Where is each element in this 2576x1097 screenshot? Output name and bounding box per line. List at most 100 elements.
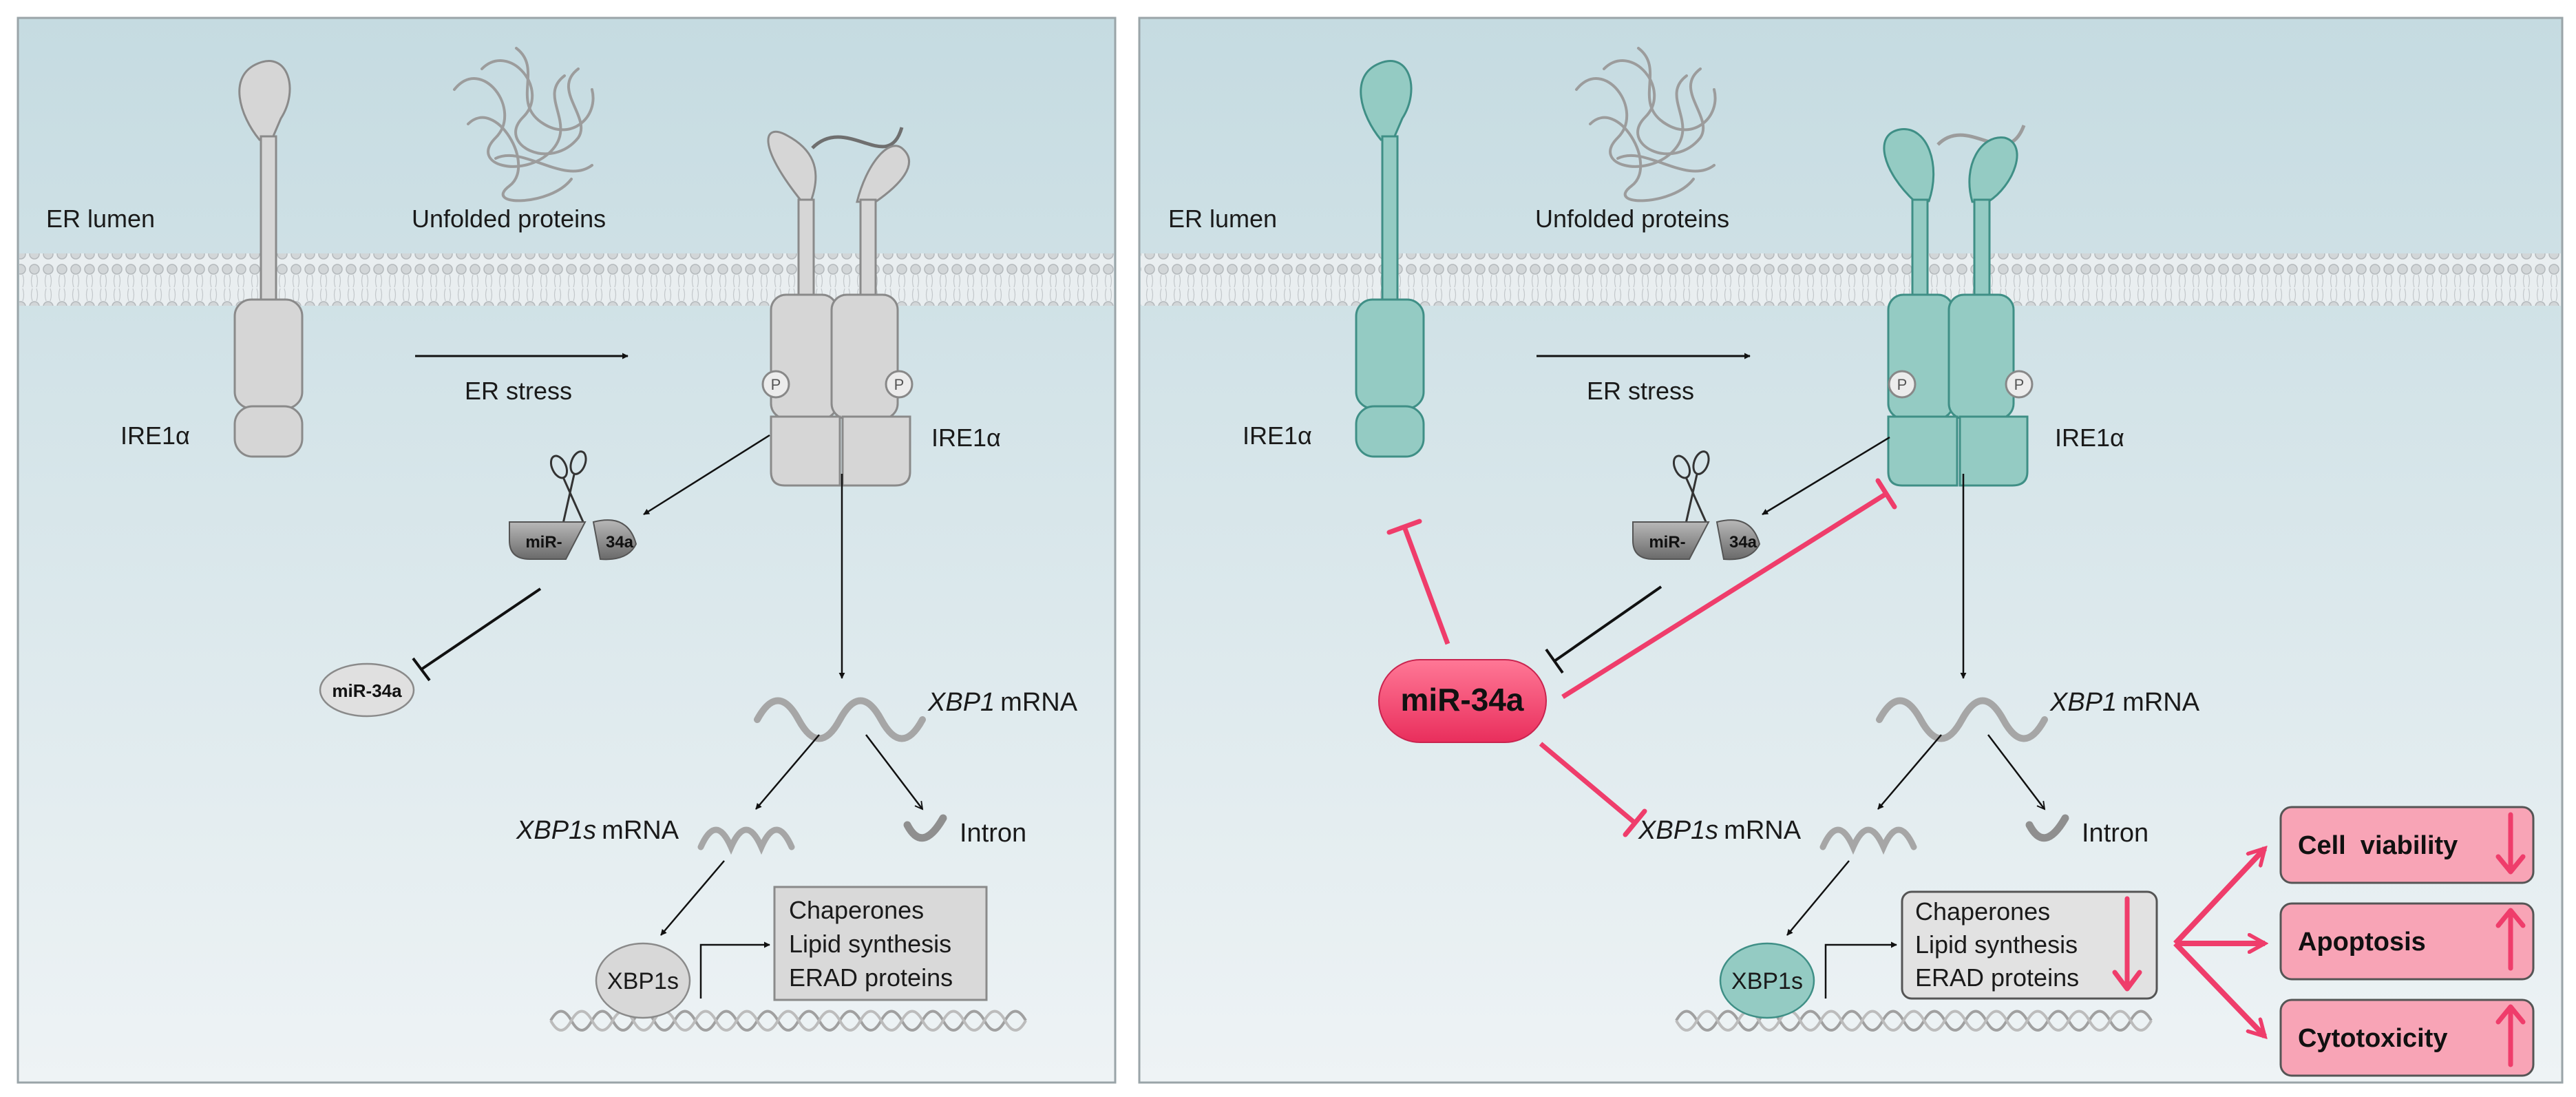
right-panel: P P ER lumen Unfolded proteins IRE1α IRE…: [1138, 17, 2564, 1084]
xbp1-mrna-wave-icon: [754, 697, 926, 742]
pre-mir34a-fragment-right: 34a: [592, 519, 637, 561]
svg-text:XBP1s: XBP1s: [607, 968, 679, 994]
unfolded-proteins-icon: [453, 47, 595, 202]
xbp1s-mrna-wave-icon: [697, 826, 795, 855]
er-membrane: [1141, 253, 2561, 306]
er-lumen-label: ER lumen: [46, 205, 155, 233]
splice-arrow-xbp1s: [755, 734, 820, 810]
svg-text:Cytotoxicity: Cytotoxicity: [2298, 1024, 2447, 1053]
er-stress-label: ER stress: [465, 377, 572, 405]
unfolded-strand-icon: [811, 127, 904, 149]
unfolded-proteins-icon: [1575, 47, 1717, 202]
er-membrane: [19, 253, 1114, 306]
intron-wave-icon: [2025, 814, 2069, 842]
outcome-box-cytotoxicity: Cytotoxicity: [2279, 999, 2535, 1077]
mir34a-small-badge: miR-34a: [319, 662, 415, 718]
xbp1-mrna-wave-icon: [1876, 697, 2048, 742]
phospho-badge-left: P: [761, 370, 790, 399]
svg-text:Lipid synthesis: Lipid synthesis: [1915, 930, 2078, 959]
translation-arrow: [1786, 860, 1850, 936]
transcription-arrow: [1824, 941, 1897, 999]
cleavage-arrow: [643, 434, 770, 516]
svg-text:34a: 34a: [606, 533, 634, 552]
svg-text:P: P: [2014, 376, 2025, 393]
scissors-icon: [1672, 450, 1710, 524]
target-genes-box: Chaperones Lipid synthesis ERAD proteins: [1901, 890, 2158, 1000]
ire1a-monomer-label: IRE1α: [1243, 421, 1312, 450]
inhibition-line-mir34a: [420, 587, 542, 671]
dna-helix-icon: [1675, 1010, 2153, 1032]
outcome-arrow-cytotoxicity: [2173, 941, 2265, 1036]
svg-text:34a: 34a: [1729, 533, 1757, 552]
intron-label: Intron: [960, 819, 1026, 848]
svg-text:miR-: miR-: [1649, 533, 1685, 552]
ire1a-monomer-label: IRE1α: [120, 421, 190, 450]
inhibition-line-ire1a-monomer: [1402, 525, 1450, 645]
svg-text:Chaperones: Chaperones: [789, 896, 924, 924]
svg-text:XBP1s: XBP1s: [1731, 968, 1803, 994]
ire1a-monomer-icon: [1355, 60, 1425, 458]
svg-text:ERAD proteins: ERAD proteins: [789, 963, 953, 992]
xbp1s-mrna-wave-icon: [1819, 826, 1917, 855]
xbp1s-protein-badge: XBP1s: [1719, 942, 1815, 1019]
decrease-arrow-icon: [2112, 896, 2142, 992]
pre-mir34a-fragment-right: 34a: [1715, 519, 1761, 561]
transcription-arrow: [699, 941, 770, 999]
pre-mir34a-fragment-left: miR-: [1632, 521, 1710, 560]
up-arrow-icon: [2495, 1004, 2526, 1067]
ire1a-dimer-label: IRE1α: [2055, 424, 2124, 452]
outcome-box-apoptosis: Apoptosis: [2279, 902, 2535, 981]
inhibition-line-xbp1s: [1539, 742, 1637, 825]
xbp1s-protein-badge: XBP1s: [595, 942, 691, 1019]
svg-text:Cell viability: Cell viability: [2298, 831, 2458, 860]
inhibition-bar-xbp1s: [1623, 808, 1647, 837]
intron-label: Intron: [2082, 819, 2149, 848]
intron-wave-icon: [903, 814, 947, 842]
svg-text:Apoptosis: Apoptosis: [2298, 928, 2426, 957]
inhibition-line-ire1a-dimer: [1561, 492, 1888, 699]
svg-text:Lipid synthesis: Lipid synthesis: [789, 930, 951, 958]
ire1a-dimer-label: IRE1α: [931, 424, 1001, 452]
translation-arrow: [660, 860, 725, 936]
svg-text:miR-34a: miR-34a: [1401, 682, 1524, 718]
unfolded-proteins-label: Unfolded proteins: [412, 205, 606, 233]
splice-arrow-intron: [865, 734, 924, 811]
inhibition-bar-mir34a: [1545, 648, 1564, 674]
unfolded-strand-icon: [1936, 125, 2026, 147]
phospho-badge-right: P: [885, 370, 914, 399]
inhibition-bar-ire1a-dimer: [1875, 478, 1897, 510]
svg-text:miR-: miR-: [525, 533, 562, 552]
target-genes-box: Chaperones Lipid synthesis ERAD proteins: [773, 886, 988, 1001]
ire1a-monomer-icon: [233, 60, 304, 458]
down-arrow-icon: [2495, 812, 2526, 875]
splice-arrow-intron: [1987, 734, 2046, 811]
cleavage-arrow: [1762, 436, 1890, 516]
unfolded-proteins-label: Unfolded proteins: [1535, 205, 1729, 233]
mir34a-large-badge: miR-34a: [1378, 659, 1547, 743]
up-arrow-icon: [2495, 908, 2526, 971]
svg-text:P: P: [1897, 376, 1908, 393]
svg-text:P: P: [771, 376, 781, 393]
er-lumen-label: ER lumen: [1168, 205, 1277, 233]
pre-mir34a-fragment-left: miR-: [509, 521, 587, 560]
phospho-badge-right: P: [2005, 370, 2034, 399]
svg-text:Chaperones: Chaperones: [1915, 897, 2050, 926]
inhibition-bar-mir34a: [412, 657, 431, 682]
svg-text:P: P: [894, 376, 905, 393]
left-panel: P P ER lumen Unfolded proteins IRE1α IRE…: [17, 17, 1117, 1084]
svg-text:ERAD proteins: ERAD proteins: [1915, 963, 2079, 992]
splice-arrow-xbp1s: [1877, 734, 1942, 810]
scissors-icon: [549, 450, 587, 524]
svg-text:miR-34a: miR-34a: [332, 680, 402, 701]
er-stress-label: ER stress: [1587, 377, 1694, 405]
inhibition-line-mir34a: [1553, 585, 1662, 662]
outcome-arrow-viability: [2173, 848, 2265, 945]
outcome-box-cell-viability: Cell viability: [2279, 806, 2535, 884]
dna-helix-icon: [549, 1010, 1027, 1032]
phospho-badge-left: P: [1888, 370, 1917, 399]
